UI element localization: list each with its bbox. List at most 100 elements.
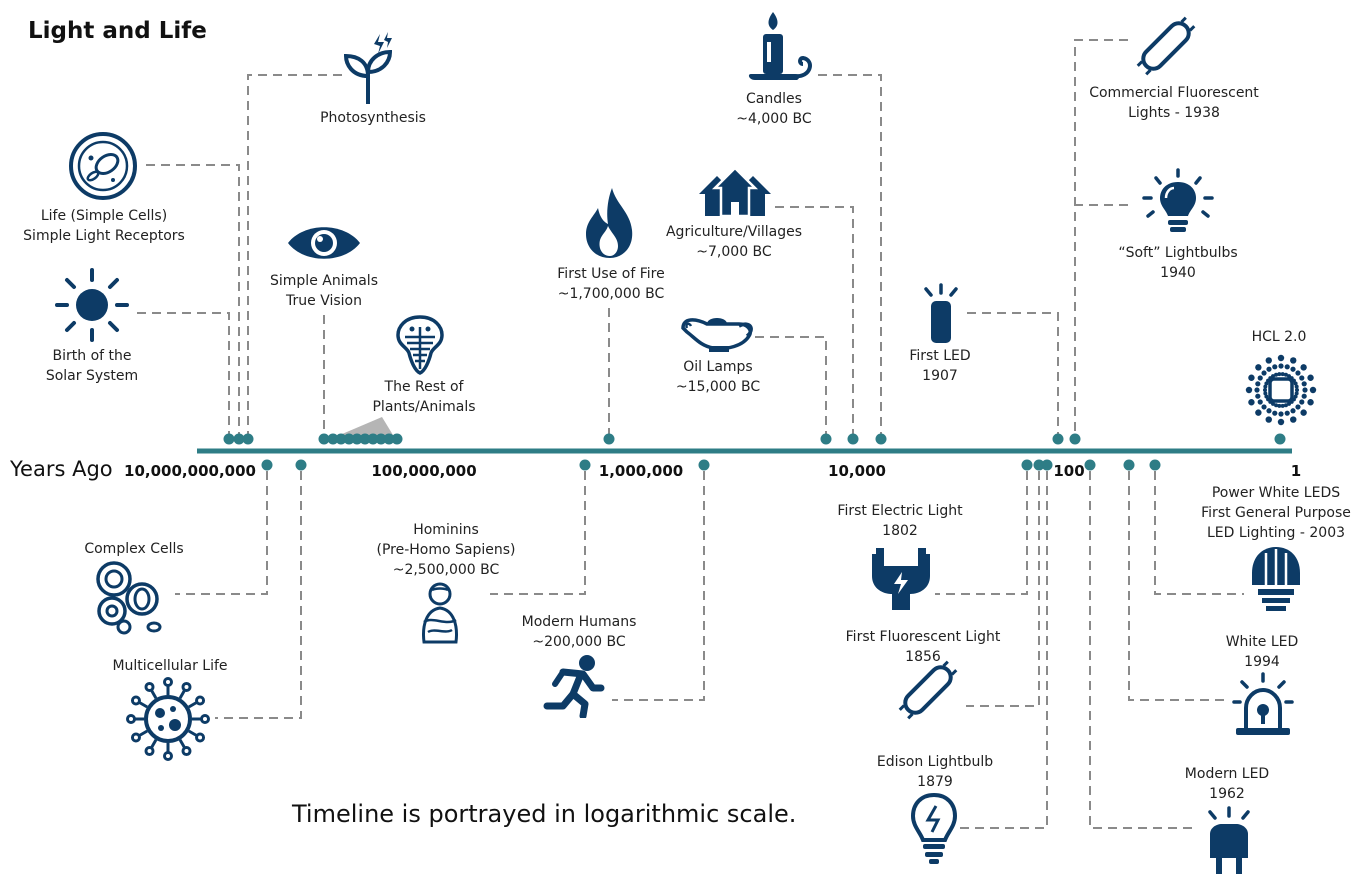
led-bulb-icon [1252,547,1300,611]
timeline-event-dot [1052,433,1064,445]
dashed-connector [1128,471,1230,701]
dashed-connector [1074,39,1128,434]
timeline-event-dot [233,433,245,445]
dashed-connector [755,336,827,434]
dashed-connector [818,74,882,434]
hominin-icon [422,582,458,644]
dashed-connector [612,471,705,701]
dashed-connector [1154,471,1244,595]
timeline-event-dot [343,433,355,445]
oil-lamp-icon [681,318,753,352]
eye-icon [288,227,360,259]
electric-plug-icon [872,548,930,610]
timeline-event-dot [351,433,363,445]
tick-label: 1 [1290,462,1302,480]
tick-label: 100,000,000 [371,462,477,480]
led-icon [924,283,958,343]
timeline-event-dot [820,433,832,445]
event-label-candles: Candles~4,000 BC [736,91,812,127]
tick-label: 10,000 [828,462,886,480]
dashed-connector [175,471,268,595]
event-label-simple-cells: Life (Simple Cells)Simple Light Receptor… [23,208,185,244]
scale-note: Timeline is portrayed in logarithmic sca… [292,800,797,828]
axis-label: Years Ago [10,457,113,481]
multicellular-icon [126,677,210,761]
dashed-connector [137,312,230,434]
siren-led-icon [1232,672,1294,735]
timeline-event-dot [1041,459,1053,471]
sun-icon [55,268,129,342]
event-label-modern-humans: Modern Humans~200,000 BC [521,614,637,650]
dashed-connector [775,206,854,434]
timeline-event-dot [391,433,403,445]
led-plug-icon [1208,806,1250,874]
complex-cells-icon [96,561,162,635]
cell-icon [69,132,137,200]
event-label-fire: First Use of Fire~1,700,000 BC [557,266,665,302]
timeline-event-dot [335,433,347,445]
timeline-event-dot [1033,459,1045,471]
timeline-event-dot [383,433,395,445]
sprout-lightning-icon [343,32,393,104]
timeline-event-dot [875,433,887,445]
timeline-event-dot [847,433,859,445]
timeline-event-dot [261,459,273,471]
timeline-event-dot [1084,459,1096,471]
timeline-event-dot [327,433,339,445]
timeline-event-dot [1274,433,1286,445]
timeline-event-dot [375,433,387,445]
trilobite-icon [396,315,444,375]
timeline-event-dot [579,459,591,471]
dashed-connector [146,164,240,434]
fluorescent-tube-icon [1136,16,1196,76]
timeline-event-dot [1069,433,1081,445]
timeline-event-dot [295,459,307,471]
glowing-bulb-icon [1142,168,1214,232]
timeline-event-dot [1123,459,1135,471]
event-label-photosynthesis: Photosynthesis [320,110,426,126]
event-label-multicellular: Multicellular Life [112,658,228,674]
flame-icon [586,188,633,258]
dashed-connector [967,312,1059,434]
candle-icon [748,12,812,80]
event-label-agriculture: Agriculture/Villages~7,000 BC [665,224,803,260]
houses-icon [699,168,771,218]
dashed-connector [215,471,302,719]
timeline-event-dot [223,433,235,445]
running-person-icon [543,655,605,718]
event-label-hominins: Hominins(Pre-Homo Sapiens)~2,500,000 BC [376,522,516,578]
tick-label: 100 [1053,462,1085,480]
dashed-connector [247,74,342,434]
timeline-event-dot [698,459,710,471]
timeline-event-dot [359,433,371,445]
tick-label: 10,000,000,000 [124,462,256,480]
dashed-connector [490,471,586,595]
event-label-oil-lamps: Oil Lamps~15,000 BC [675,359,761,395]
page-title: Light and Life [28,18,207,44]
dashed-connector [935,471,1028,595]
fluorescent-tube-icon [898,660,958,720]
timeline-event-dot [1021,459,1033,471]
led-array-icon [1245,354,1317,426]
tick-label: 1,000,000 [598,462,684,480]
timeline-event-dot [1149,459,1161,471]
dashed-connector [966,471,1040,707]
timeline-event-dot [603,433,615,445]
timeline-event-dot [242,433,254,445]
timeline-event-dot [318,433,330,445]
lightbulb-icon [910,792,958,864]
